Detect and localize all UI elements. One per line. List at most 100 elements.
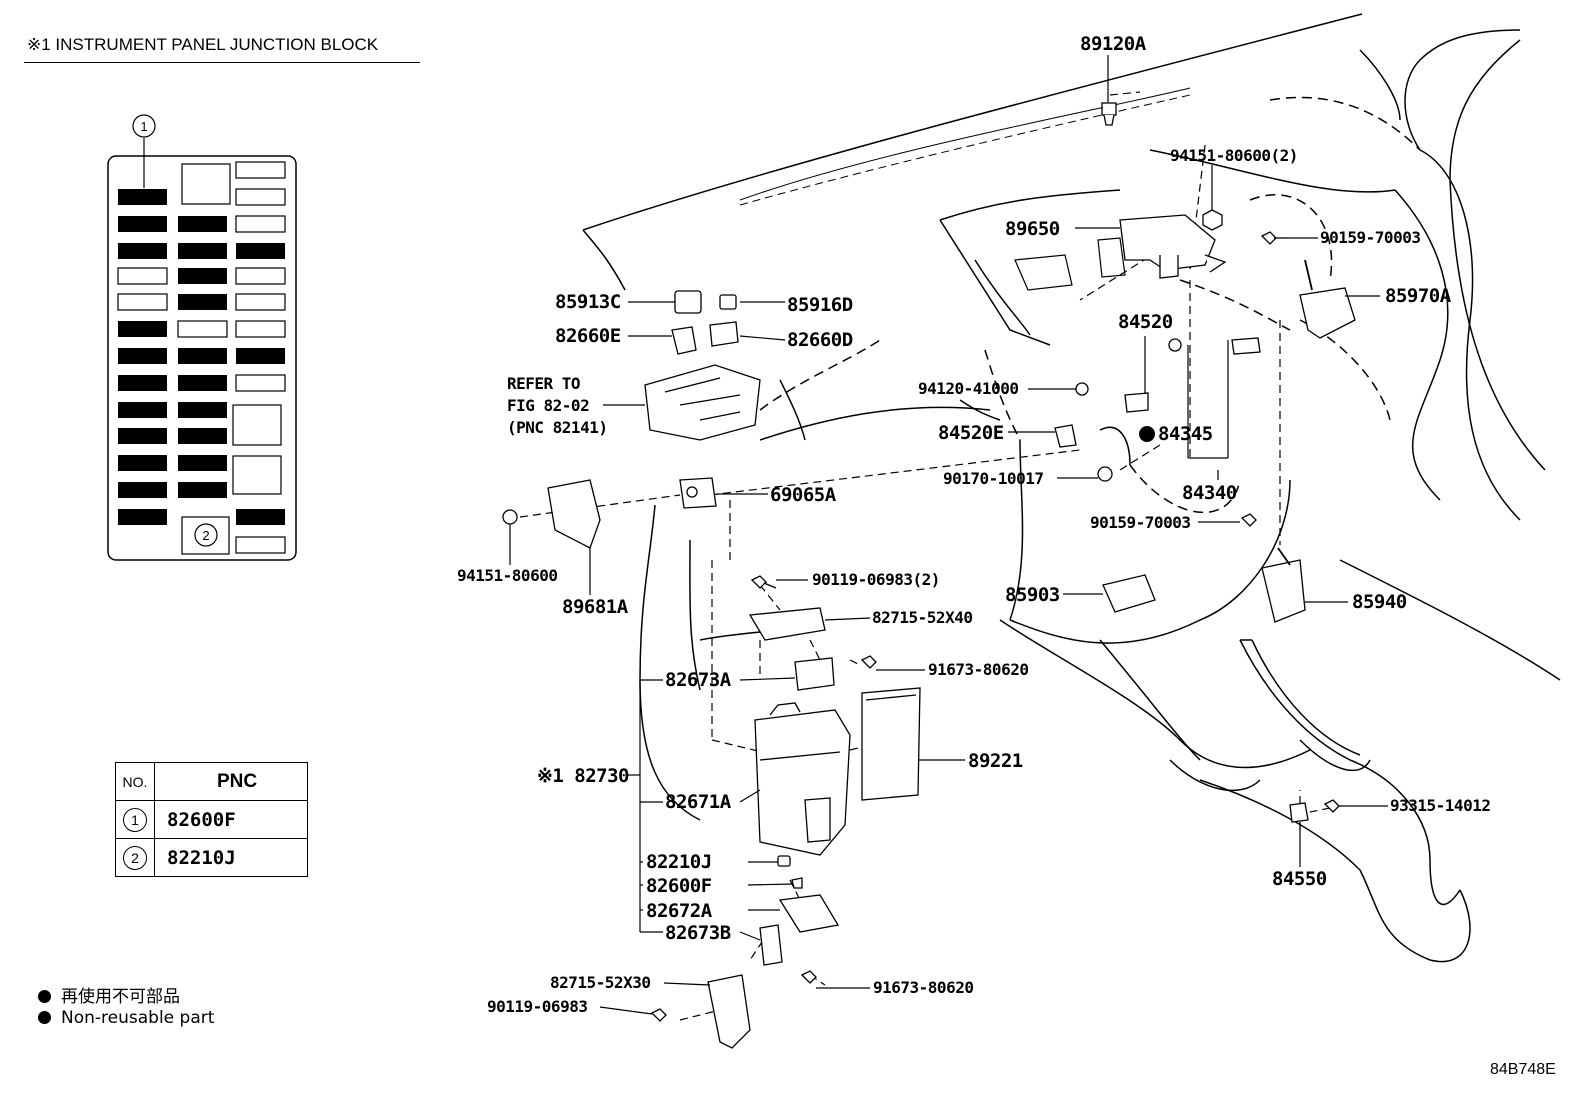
part-label-85913C[interactable]: 85913C	[555, 291, 621, 313]
page-title: ※1 INSTRUMENT PANEL JUNCTION BLOCK	[27, 35, 379, 54]
part-label-84345[interactable]: 84345	[1158, 423, 1213, 445]
part-label-90159-70003-a[interactable]: 90159-70003	[1320, 228, 1421, 247]
refer-line-2[interactable]: FIG 82-02	[507, 396, 590, 415]
junction-block-82730-shape	[754, 702, 851, 856]
marker-circle-2-label: 2	[202, 528, 209, 543]
non-reusable-dot-84345	[1139, 426, 1155, 442]
bracket-82715-52X40-shape	[748, 607, 826, 641]
module-89650-shape	[1119, 214, 1227, 279]
part-label-94120-41000[interactable]: 94120-41000	[918, 379, 1019, 398]
diagram-code: 84B748E	[1490, 1061, 1556, 1078]
part-label-89221[interactable]: 89221	[968, 750, 1023, 772]
fuse-column-3	[232, 161, 286, 554]
part-label-82210J[interactable]: 82210J	[646, 851, 712, 873]
grommet-94120-shape	[1075, 382, 1089, 396]
row-pnc: 82600F	[154, 800, 308, 839]
module-89681A-shape	[547, 479, 601, 549]
fuse-82600F-shape	[791, 877, 803, 889]
legend-jp: 再使用不可部品	[38, 982, 180, 1007]
relay-82660E-shape	[671, 326, 697, 355]
bracket-82673B-shape	[759, 924, 783, 966]
bolt-93315-shape	[1323, 799, 1340, 813]
part-label-93315-14012[interactable]: 93315-14012	[1390, 796, 1491, 815]
part-label-85916D[interactable]: 85916D	[787, 294, 853, 316]
nut-94151-shape	[1202, 209, 1223, 231]
relay-85903-shape	[1102, 574, 1156, 613]
bolt-91673-a-shape	[860, 655, 877, 669]
nut-94151-b-shape	[502, 509, 518, 525]
pnc-col-pnc: PNC	[154, 762, 308, 801]
part-label-84520E[interactable]: 84520E	[938, 422, 1004, 444]
bolt-90119-b-shape	[650, 1008, 667, 1022]
switch-84550-shape	[1289, 802, 1309, 823]
part-label-85903[interactable]: 85903	[1005, 584, 1060, 606]
pnc-col-no: NO.	[115, 762, 155, 801]
part-label-85940[interactable]: 85940	[1352, 591, 1407, 613]
part-label-82600F[interactable]: 82600F	[646, 875, 712, 897]
relay-85940-shape	[1261, 547, 1306, 623]
cover-82672A-shape	[778, 894, 840, 933]
legend-jp-text: 再使用不可部品	[61, 987, 180, 1007]
relay-85970A-shape	[1299, 259, 1356, 339]
part-label-90119-06983[interactable]: 90119-06983	[487, 997, 588, 1016]
part-label-84550[interactable]: 84550	[1272, 868, 1327, 890]
legend-en-text: Non-reusable part	[61, 1008, 215, 1028]
pnc-table-header: NO. PNC	[115, 762, 308, 801]
part-label-69065A[interactable]: 69065A	[770, 484, 836, 506]
nut-90170-shape	[1097, 466, 1113, 482]
part-label-85970A[interactable]: 85970A	[1385, 285, 1451, 307]
refer-line-1: REFER TO	[507, 374, 581, 393]
row-pnc: 82210J	[154, 838, 308, 877]
part-label-82660E[interactable]: 82660E	[555, 325, 621, 347]
part-label-82673B[interactable]: 82673B	[665, 922, 731, 944]
part-label-90170-10017[interactable]: 90170-10017	[943, 469, 1044, 488]
part-shapes	[502, 102, 1356, 1049]
ecu-89221-shape	[861, 687, 921, 801]
marker-circle-1-label: 1	[140, 119, 147, 134]
socket-69065A-shape	[679, 477, 717, 509]
part-label-82673A[interactable]: 82673A	[665, 669, 731, 691]
table-row: 2 82210J	[115, 838, 308, 877]
part-label-82671A[interactable]: 82671A	[665, 791, 731, 813]
switch-84520E-shape	[1054, 424, 1077, 448]
part-label-94151-80600[interactable]: 94151-80600	[457, 566, 558, 585]
bolt-90159-b-shape	[1240, 513, 1257, 527]
part-label-90159-70003-b[interactable]: 90159-70003	[1090, 513, 1191, 532]
switch-84340-shape	[1231, 337, 1261, 355]
junction-82141-shape	[644, 364, 761, 441]
fuse-column-1	[117, 189, 168, 525]
part-label-82715-52X30[interactable]: 82715-52X30	[550, 973, 651, 992]
label-leaders	[509, 55, 1388, 1015]
relay-85916D-shape	[719, 294, 737, 310]
sensor-84520-shape	[1124, 392, 1149, 413]
part-label-82672A[interactable]: 82672A	[646, 900, 712, 922]
refer-line-3: (PNC 82141)	[507, 418, 608, 437]
part-label-90119-06983-2[interactable]: 90119-06983(2)	[812, 570, 940, 589]
legend-en: Non-reusable part	[38, 1008, 214, 1028]
bullet-dot-icon	[38, 990, 51, 1003]
part-label-84520[interactable]: 84520	[1118, 311, 1173, 333]
part-label-82730[interactable]: ※1 82730	[537, 765, 630, 787]
pnc-table: NO. PNC 1 82600F 2 82210J	[115, 762, 308, 877]
part-label-89681A[interactable]: 89681A	[562, 596, 628, 618]
part-label-94151-80600-2[interactable]: 94151-80600(2)	[1170, 146, 1298, 165]
dashboard-outline	[582, 13, 1561, 963]
part-label-82660D[interactable]: 82660D	[787, 329, 853, 351]
part-label-91673-80620-a[interactable]: 91673-80620	[928, 660, 1029, 679]
part-label-89120A[interactable]: 89120A	[1080, 33, 1146, 55]
row-number: 1	[123, 807, 147, 832]
part-label-89650[interactable]: 89650	[1005, 218, 1060, 240]
fuse-column-2: 2	[177, 163, 231, 555]
bolt-91673-b-shape	[800, 970, 817, 984]
relay-82660D-shape	[709, 321, 739, 347]
marker-circle-1	[132, 114, 156, 138]
table-row: 1 82600F	[115, 800, 308, 839]
part-label-91673-80620-b[interactable]: 91673-80620	[873, 978, 974, 997]
row-number: 2	[123, 845, 147, 870]
clip-89120A-shape	[1101, 102, 1117, 126]
part-label-84340[interactable]: 84340	[1182, 482, 1237, 504]
bolt-90119-shape	[750, 575, 777, 589]
part-label-82715-52X40[interactable]: 82715-52X40	[872, 608, 973, 627]
bolt-90159-a-shape	[1260, 231, 1288, 245]
